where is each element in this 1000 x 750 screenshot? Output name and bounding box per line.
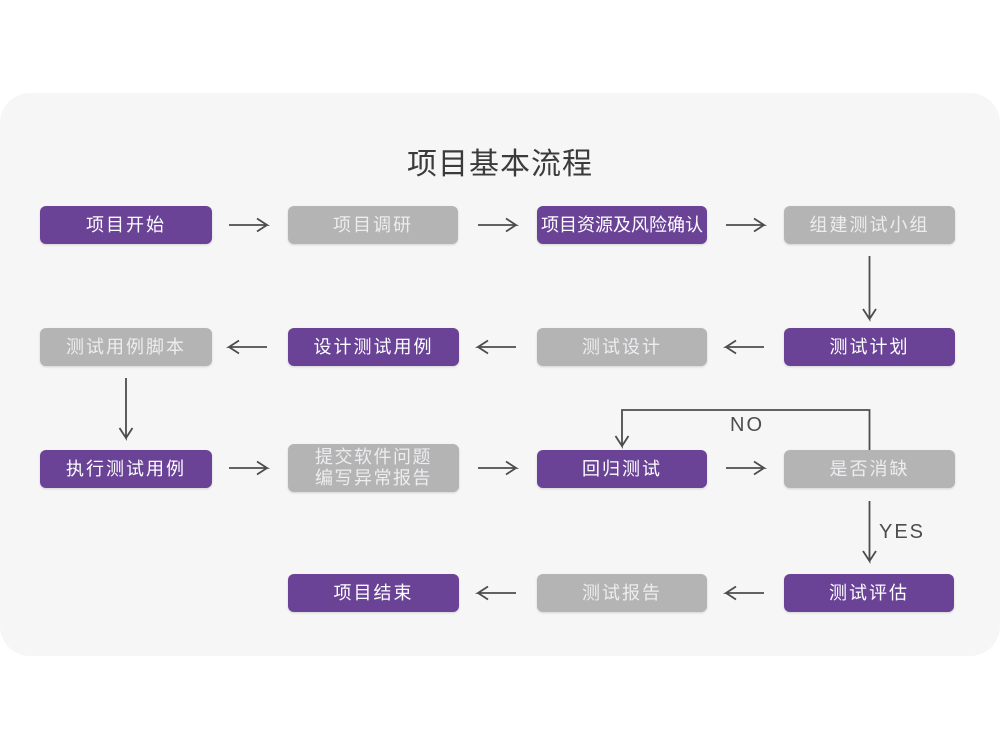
node-execute-test-cases: 执行测试用例 <box>40 450 212 488</box>
node-test-case-script: 测试用例脚本 <box>40 328 212 366</box>
node-project-research: 项目调研 <box>288 206 458 244</box>
node-regression-test: 回归测试 <box>537 450 707 488</box>
node-project-start: 项目开始 <box>40 206 212 244</box>
node-test-evaluation: 测试评估 <box>784 574 954 612</box>
node-defect-resolved: 是否消缺 <box>784 450 955 488</box>
node-submit-issues-report: 提交软件问题 编写异常报告 <box>288 444 459 492</box>
flowchart-card <box>0 93 1000 656</box>
node-risk-confirm: 项目资源及风险确认 <box>537 206 707 244</box>
edge-label-yes: YES <box>879 521 926 543</box>
node-design-test-cases: 设计测试用例 <box>288 328 459 366</box>
node-build-test-team: 组建测试小组 <box>784 206 955 244</box>
diagram-title: 项目基本流程 <box>407 148 593 181</box>
edge-label-no: NO <box>730 414 764 436</box>
node-test-plan: 测试计划 <box>784 328 955 366</box>
node-project-end: 项目结束 <box>288 574 459 612</box>
node-test-design: 测试设计 <box>537 328 707 366</box>
node-test-report: 测试报告 <box>537 574 707 612</box>
